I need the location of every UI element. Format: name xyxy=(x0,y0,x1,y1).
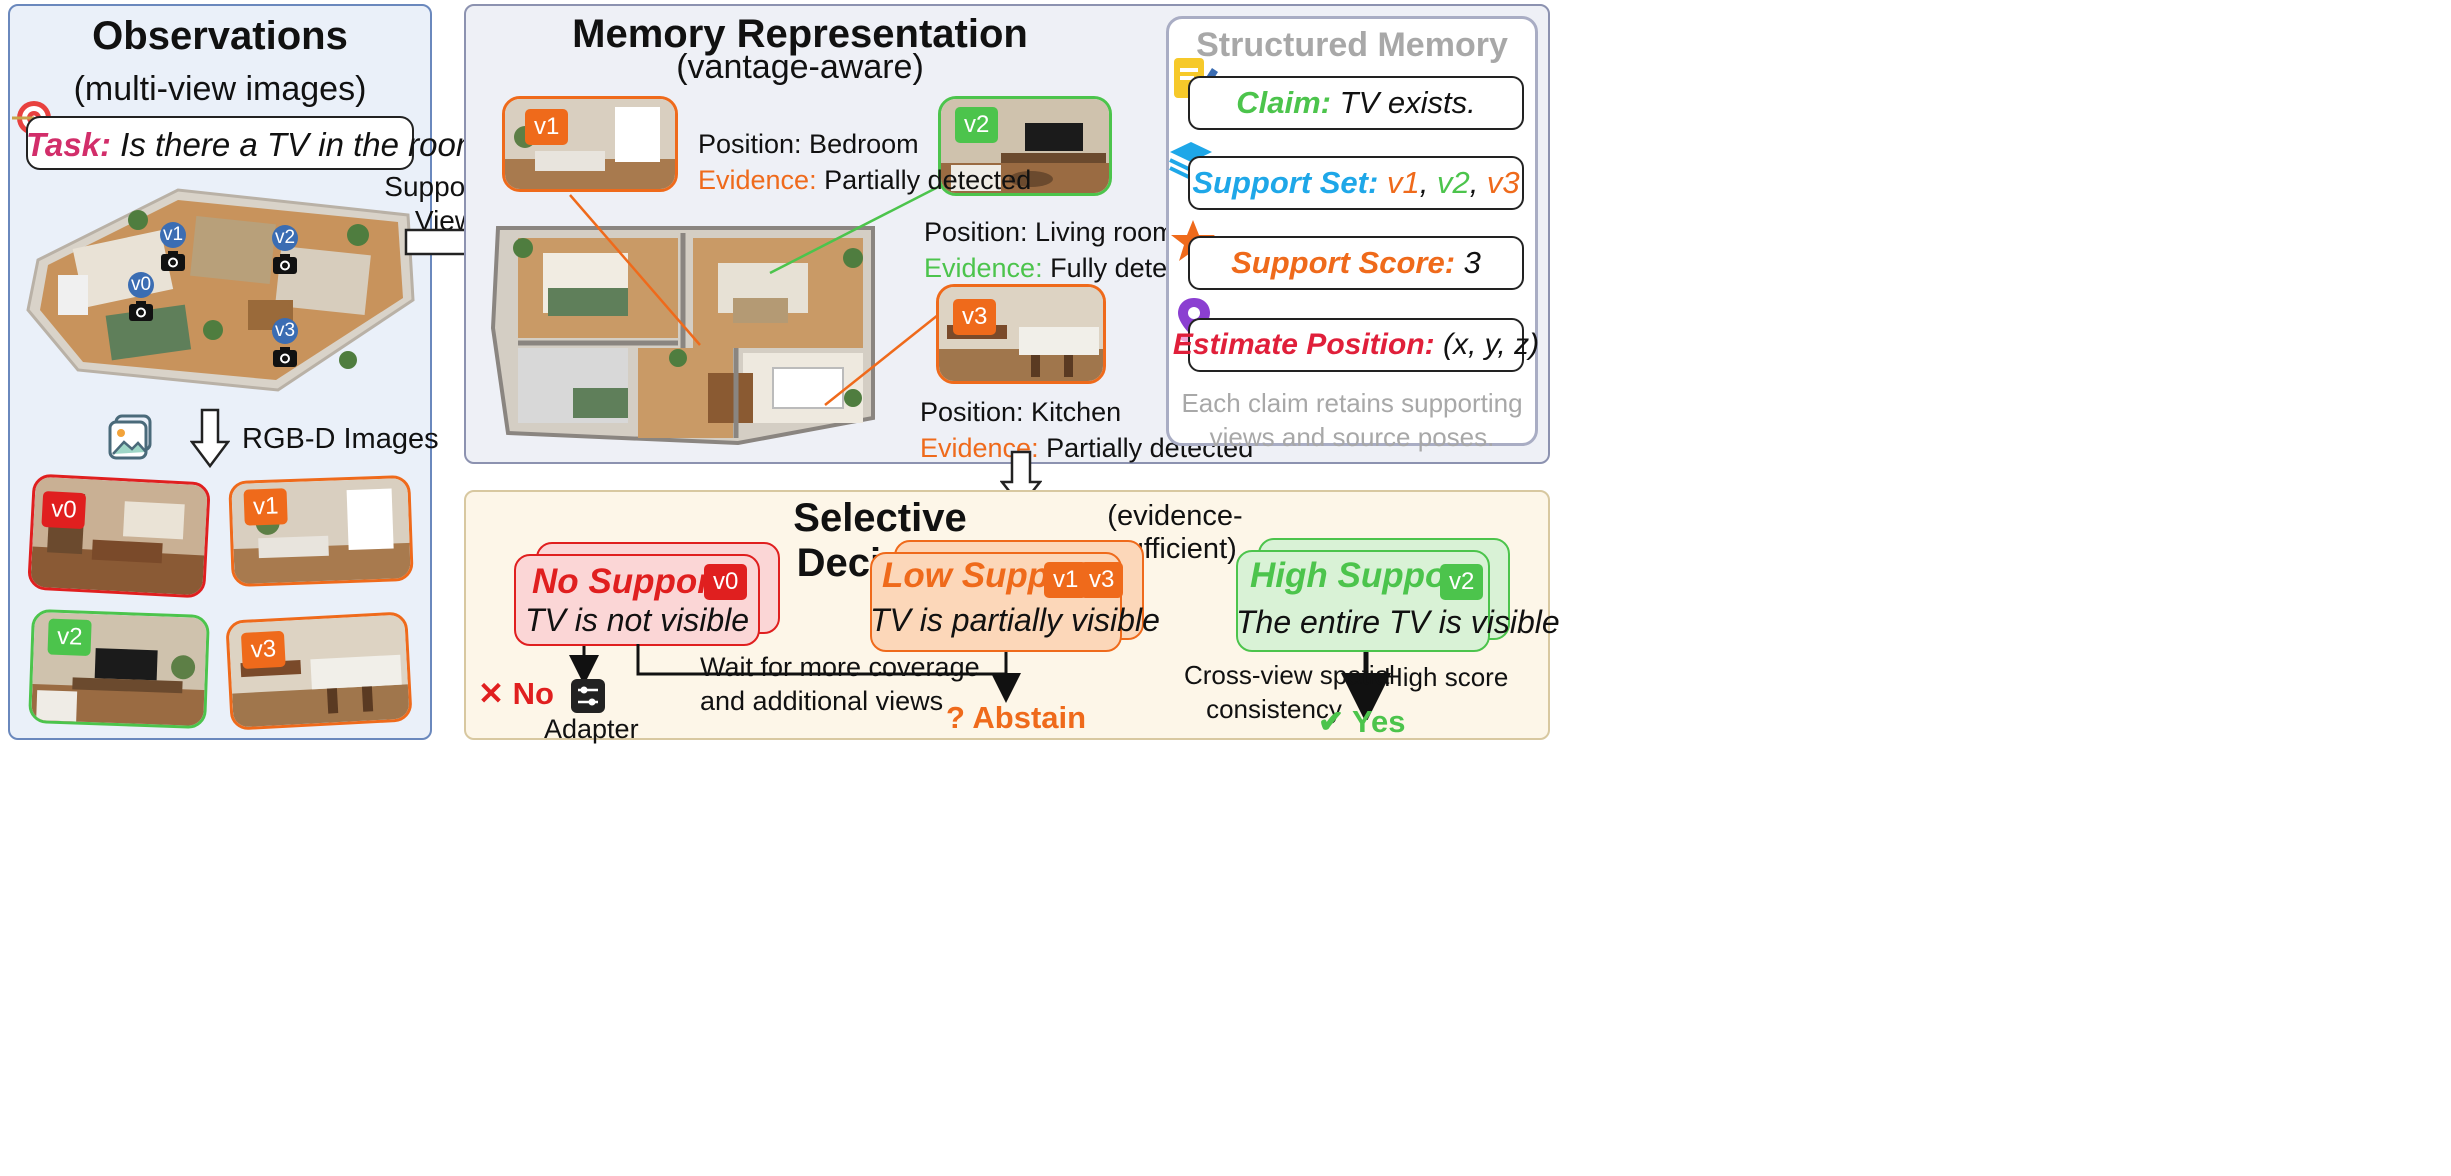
cross-icon: ✕ xyxy=(478,676,504,711)
low-support-text: TV is partially visible xyxy=(870,602,1160,638)
claim-label: Claim: xyxy=(1236,85,1332,120)
abstain-label: Abstain xyxy=(972,700,1087,735)
cam-tag: v0 xyxy=(128,272,154,298)
claim-box: Claim: TV exists. xyxy=(1188,76,1524,130)
cam-tag: v2 xyxy=(272,225,298,251)
footnote-line-2: views and source poses. xyxy=(1209,422,1495,452)
wait-line-2: and additional views xyxy=(700,686,944,716)
yes-label: Yes xyxy=(1352,704,1406,739)
support-set-label: Support Set: xyxy=(1192,165,1379,200)
task-box xyxy=(26,116,414,170)
camera-icon xyxy=(273,254,297,274)
rgbd-label: RGB-D Images xyxy=(242,423,439,455)
evidence-label: Evidence: xyxy=(924,253,1043,283)
thumbnail-v1: v1 xyxy=(228,474,414,588)
support-set-v3: v3 xyxy=(1486,165,1520,200)
structured-footnote: Each claim retains supporting views and … xyxy=(1166,386,1538,454)
checkmark-icon: ✔ xyxy=(1318,704,1344,739)
thumbnail-v3: v3 xyxy=(225,611,413,731)
memory-view-v2: v2 xyxy=(938,96,1112,196)
cam-tag: v1 xyxy=(160,222,186,248)
yes-outcome: ✔ Yes xyxy=(1318,704,1406,740)
support-set-v1: v1 xyxy=(1386,165,1420,200)
cross-view-line-2: consistency xyxy=(1206,694,1342,724)
no-support-tag-v0: v0 xyxy=(704,564,748,600)
no-support-title: No Support xyxy=(532,562,723,601)
cam-tag: v3 xyxy=(272,318,298,344)
cross-view-text: Cross-view spatial consistency xyxy=(1184,658,1395,726)
adapter-label: Adapter xyxy=(544,714,639,744)
memory-connectors xyxy=(569,184,941,406)
high-score-text: High score xyxy=(1384,662,1509,692)
task-question: Is there a TV in the room? xyxy=(120,126,502,163)
observations-subtitle: (multi-view images) xyxy=(73,70,367,108)
support-set-box: Support Set: v1, v2, v3 xyxy=(1188,156,1524,210)
floorplan-observations xyxy=(26,188,415,392)
evidence-label: Evidence: xyxy=(698,165,817,195)
support-score-box: Support Score: 3 xyxy=(1188,236,1524,290)
high-support-title: High Support xyxy=(1250,556,1472,595)
question-icon: ? xyxy=(946,700,965,735)
estimate-label: Estimate Position: xyxy=(1172,328,1435,361)
camera-icon xyxy=(273,347,297,367)
thumb-tag: v3 xyxy=(240,630,287,669)
no-support-text: TV is not visible xyxy=(524,602,750,638)
task-text: Task: Is there a TV in the room? xyxy=(26,126,502,164)
camera-icon xyxy=(161,251,185,271)
view-tag: v1 xyxy=(525,109,569,145)
support-set-v2: v2 xyxy=(1436,165,1470,200)
memory-subtitle: (vantage-aware) xyxy=(676,48,924,86)
estimate-value: (x, y, z) xyxy=(1442,328,1540,361)
image-icon xyxy=(108,414,152,460)
no-label: No xyxy=(512,676,554,711)
wait-text: Wait for more coverage and additional vi… xyxy=(700,650,980,718)
adapter-icon xyxy=(571,679,605,713)
position-text: Position: Living room xyxy=(924,217,1175,247)
low-support-tag-v3: v3 xyxy=(1080,562,1124,598)
camera-marker-v1: v1 xyxy=(160,222,186,272)
thumbnail-v0: v0 xyxy=(27,473,211,599)
abstain-outcome: ? Abstain xyxy=(946,700,1086,736)
camera-icon xyxy=(129,301,153,321)
info-v1: Position: Bedroom Evidence: Partially de… xyxy=(698,126,1031,198)
high-support-tag-v2: v2 xyxy=(1440,564,1484,600)
thumb-tag: v2 xyxy=(47,618,93,657)
decision-flow-lines xyxy=(569,644,1391,720)
position-text: Position: Bedroom xyxy=(698,129,919,159)
thumbnail-v2: v2 xyxy=(28,608,210,730)
camera-marker-v2: v2 xyxy=(272,225,298,275)
claim-value: TV exists. xyxy=(1339,85,1476,120)
view-tag: v3 xyxy=(953,299,997,335)
camera-marker-v0: v0 xyxy=(128,272,154,322)
decision-subtitle: (evidence-sufficient) xyxy=(1107,500,1243,565)
memory-view-v3: v3 xyxy=(936,284,1106,384)
structured-memory-title: Structured Memory xyxy=(1196,26,1508,64)
evidence-value: Partially detected xyxy=(824,165,1032,195)
memory-view-v1: v1 xyxy=(502,96,678,192)
task-label: Task: xyxy=(26,126,111,163)
cross-view-line-1: Cross-view spatial xyxy=(1184,660,1395,690)
estimate-position-box: Estimate Position: (x, y, z) xyxy=(1173,318,1539,372)
no-outcome: ✕ No xyxy=(478,676,554,712)
support-score-value: 3 xyxy=(1463,245,1481,280)
camera-marker-v3: v3 xyxy=(272,318,298,368)
footnote-line-1: Each claim retains supporting xyxy=(1181,388,1523,418)
view-tag: v2 xyxy=(955,107,999,143)
thumb-tag: v0 xyxy=(41,490,87,530)
support-score-label: Support Score: xyxy=(1231,245,1456,280)
down-arrow-rgbd xyxy=(190,408,230,468)
high-support-text: The entire TV is visible xyxy=(1236,604,1560,640)
position-text: Position: Kitchen xyxy=(920,397,1122,427)
memory-title: Memory Representation xyxy=(572,12,1028,56)
thumb-tag: v1 xyxy=(243,488,289,526)
wait-line-1: Wait for more coverage xyxy=(700,652,980,682)
observations-title: Observations xyxy=(92,14,348,58)
